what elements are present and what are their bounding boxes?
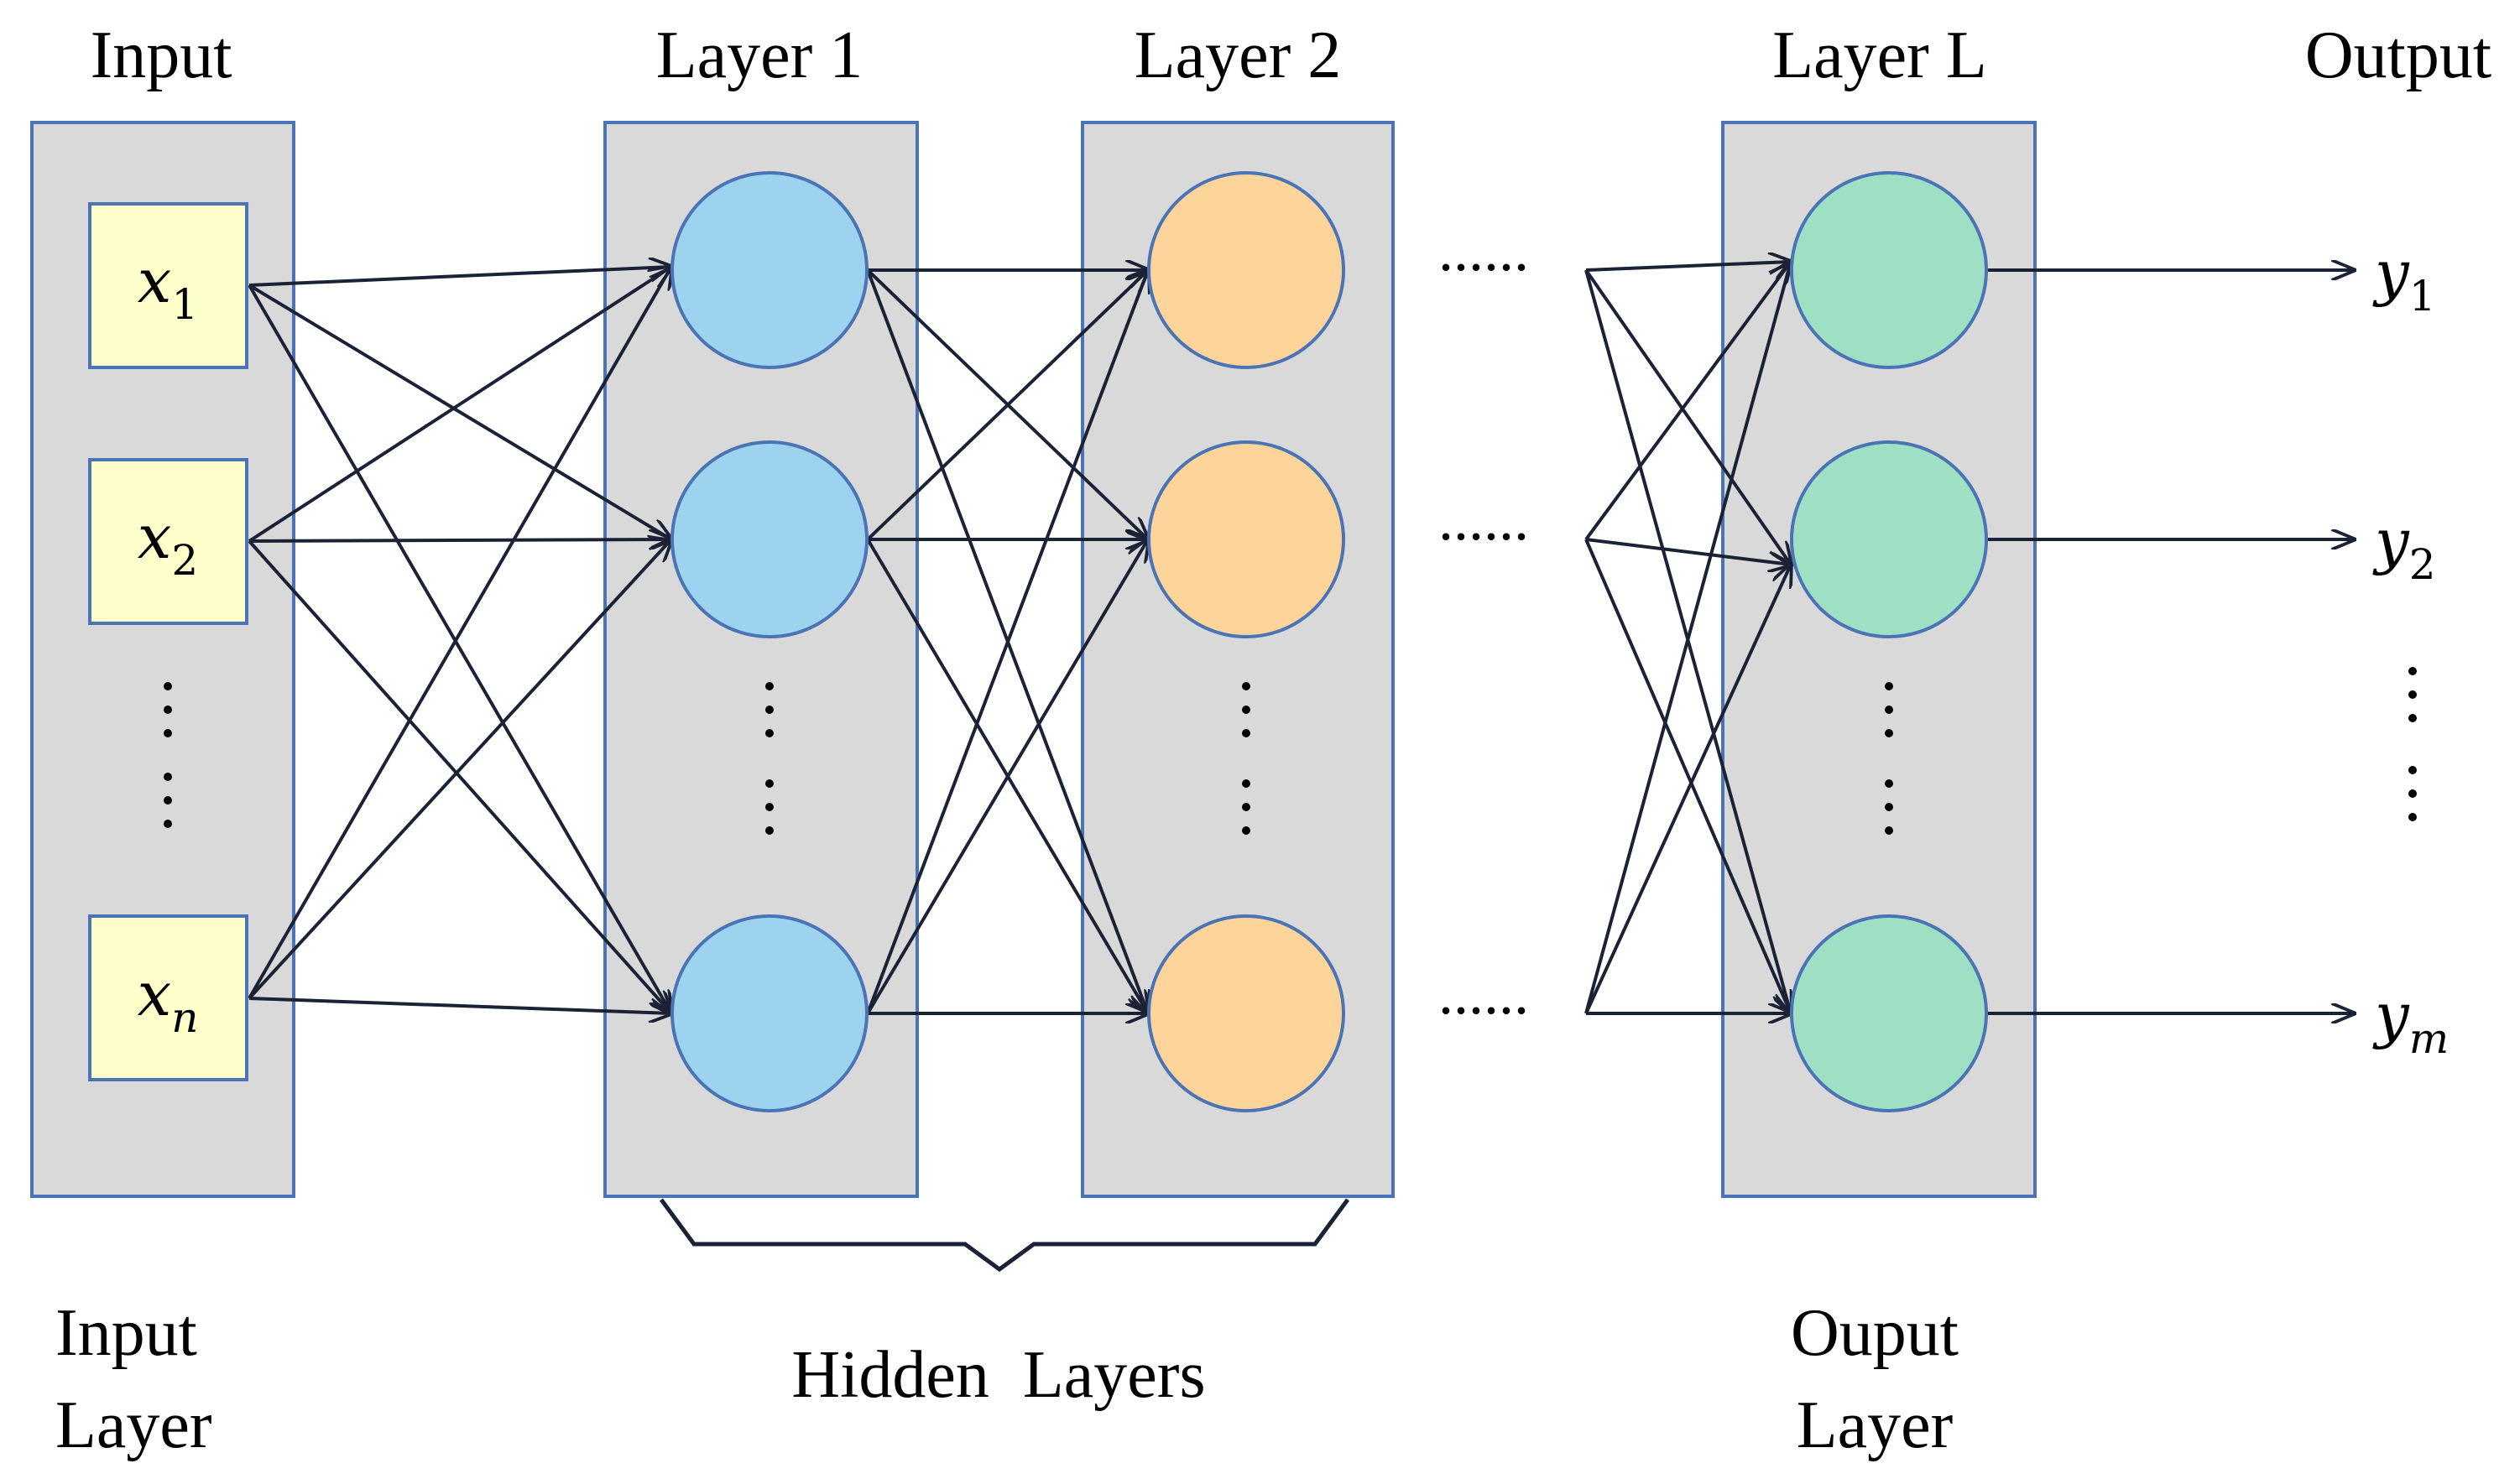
input-node-xn bbox=[88, 914, 248, 1081]
connections bbox=[248, 262, 2354, 1015]
label-top-layer2: Layer 2 bbox=[1135, 18, 1342, 92]
label-top-output: Output bbox=[2305, 18, 2491, 92]
vertical-ellipsis-input bbox=[164, 682, 172, 828]
edge-l1-l2-1-0 bbox=[866, 270, 1148, 541]
label-top-input: Input bbox=[91, 18, 232, 92]
edge-in-l1-0-2 bbox=[248, 284, 671, 1013]
label-bottom-input-line1: Input bbox=[55, 1296, 197, 1370]
edge-in-l1-0-0 bbox=[248, 267, 671, 287]
input-node-x2 bbox=[88, 458, 248, 625]
edge-fan-lL-1-0 bbox=[1584, 262, 1791, 541]
input-symbol-2: x2 bbox=[138, 502, 198, 585]
horizontal-ellipsis-2: ...... bbox=[1438, 486, 1529, 553]
label-top-layer1: Layer 1 bbox=[656, 18, 863, 92]
edge-in-l1-1-0 bbox=[248, 267, 671, 543]
edge-fan-lL-2-1 bbox=[1584, 565, 1791, 1014]
edge-fan-lL-1-1 bbox=[1585, 538, 1791, 565]
edge-in-l1-0-1 bbox=[248, 284, 671, 539]
label-top-layerL: Layer L bbox=[1772, 18, 1986, 92]
output-symbol-1: y1 bbox=[2372, 237, 2436, 320]
layer1-neuron-1 bbox=[670, 171, 869, 369]
edge-l1-l2-2-1 bbox=[866, 539, 1148, 1015]
edge-in-l1-2-1 bbox=[248, 539, 671, 1000]
edge-fan-lL-0-1 bbox=[1584, 268, 1791, 565]
edge-fan-lL-0-0 bbox=[1585, 262, 1791, 270]
input-node-x1 bbox=[88, 202, 248, 369]
edge-l1-l2-2-0 bbox=[866, 270, 1148, 1014]
label-bottom-input-line2: Layer bbox=[55, 1388, 212, 1462]
layer1-neuron-2 bbox=[670, 440, 869, 638]
edge-fan-lL-1-2 bbox=[1584, 539, 1791, 1013]
edge-in-l1-2-2 bbox=[248, 997, 671, 1013]
horizontal-ellipsis-3: ...... bbox=[1438, 960, 1529, 1027]
label-bottom-hidden: Hidden Layers bbox=[791, 1338, 1205, 1412]
vertical-ellipsis-layer2 bbox=[1242, 682, 1250, 835]
vertical-ellipsis-layerL bbox=[1885, 682, 1893, 835]
layerL-neuron-m bbox=[1790, 914, 1988, 1112]
output-symbol-2: y2 bbox=[2372, 506, 2436, 589]
label-bottom-output-line1: Ouput bbox=[1791, 1296, 1959, 1370]
edge-in-l1-2-0 bbox=[248, 267, 671, 999]
output-symbol-m: ym bbox=[2372, 980, 2449, 1063]
vertical-ellipsis-layer1 bbox=[765, 682, 774, 835]
layer2-neuron-1 bbox=[1147, 171, 1345, 369]
edge-in-l1-1-2 bbox=[248, 539, 671, 1013]
layerL-neuron-2 bbox=[1790, 440, 1988, 638]
input-symbol-n: xn bbox=[138, 959, 199, 1042]
vertical-ellipsis-output bbox=[2408, 667, 2417, 821]
hidden-layers-brace bbox=[659, 1198, 1350, 1273]
edge-fan-lL-2-0 bbox=[1584, 262, 1791, 1014]
layer2-neuron-2 bbox=[1147, 440, 1345, 638]
label-bottom-output-line2: Layer bbox=[1797, 1388, 1954, 1462]
edge-in-l1-1-1 bbox=[248, 539, 671, 541]
layer1-neuron-n bbox=[670, 914, 869, 1112]
layer2-neuron-n bbox=[1147, 914, 1345, 1112]
horizontal-ellipsis-1: ...... bbox=[1438, 216, 1529, 284]
layerL-neuron-1 bbox=[1790, 171, 1988, 369]
input-symbol-1: x1 bbox=[138, 246, 198, 329]
